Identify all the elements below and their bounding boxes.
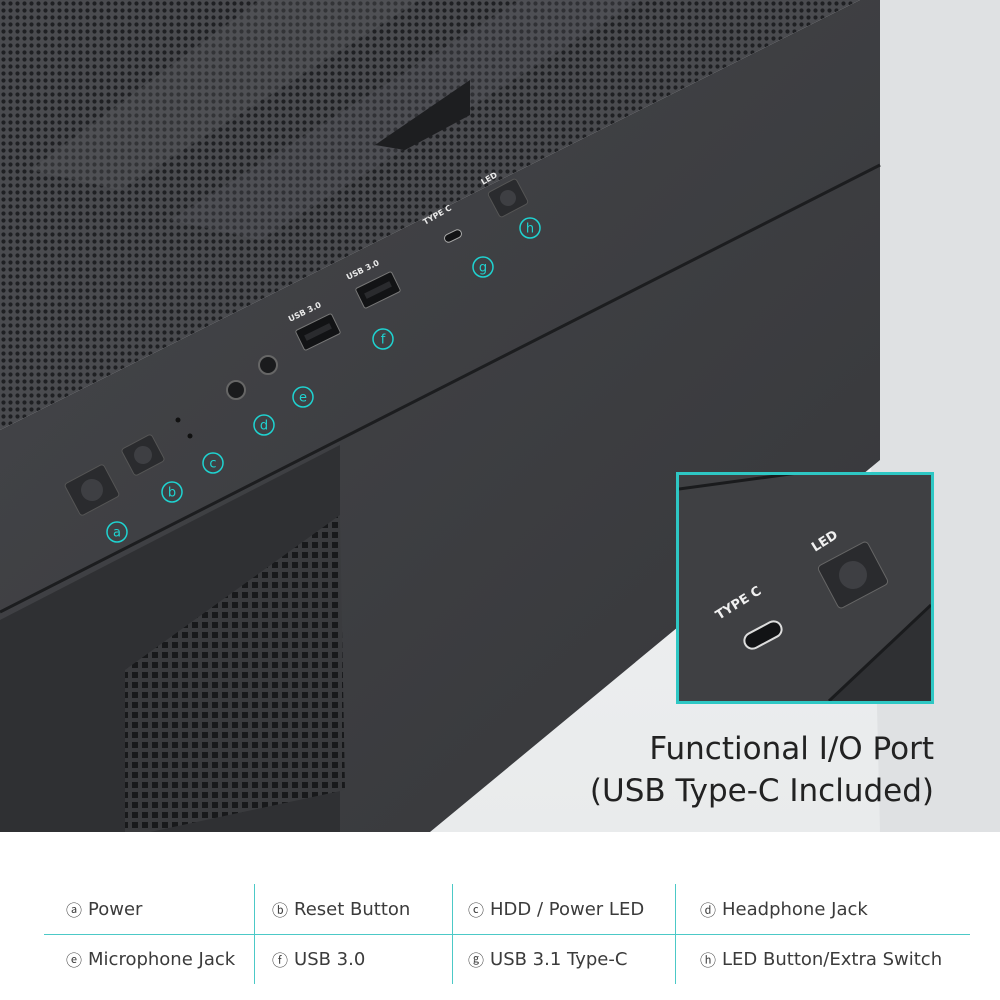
callout-e: e xyxy=(292,386,314,408)
callout-c: c xyxy=(202,452,224,474)
usb30-port-right xyxy=(355,271,401,309)
legend-label: Headphone Jack xyxy=(722,898,868,920)
pc-case-illustration: USB 3.0 USB 3.0 TYPE C LED a b c d e f g… xyxy=(0,0,1000,832)
power-button xyxy=(64,464,120,516)
reset-button xyxy=(121,434,165,476)
legend-item-led-button: ⓗ LED Button/Extra Switch xyxy=(700,934,942,984)
legend-item-type-c: ⓖ USB 3.1 Type-C xyxy=(468,934,627,984)
callout-h: h xyxy=(519,217,541,239)
legend-marker: ⓗ xyxy=(700,951,717,970)
legend-row: ⓐ Power ⓑ Reset Button ⓒ HDD / Power LED ⓓ H… xyxy=(44,884,970,935)
legend-label: LED Button/Extra Switch xyxy=(722,948,943,970)
callout-a: a xyxy=(106,521,128,543)
side-vent xyxy=(125,515,345,832)
product-photo: USB 3.0 USB 3.0 TYPE C LED a b c d e f g… xyxy=(0,0,1000,832)
headline-line2: (USB Type-C Included) xyxy=(589,773,934,809)
zoom-led-button xyxy=(817,541,889,609)
usb30-port-left xyxy=(295,313,341,351)
legend-marker: ⓔ xyxy=(66,951,83,970)
legend-item-hdd-led: ⓒ HDD / Power LED xyxy=(468,884,644,934)
legend-divider xyxy=(452,884,453,984)
legend-label: Microphone Jack xyxy=(88,948,236,970)
callout-a-letter: a xyxy=(113,526,121,541)
zoom-type-c-port xyxy=(743,620,783,650)
legend-divider xyxy=(675,884,676,984)
legend-label: USB 3.0 xyxy=(294,948,366,970)
legend-item-microphone: ⓔ Microphone Jack xyxy=(66,934,235,984)
zoom-inset: TYPE C LED xyxy=(676,472,934,704)
led-button xyxy=(487,178,529,218)
callout-f: f xyxy=(372,328,394,350)
legend-label: HDD / Power LED xyxy=(490,898,645,920)
callout-g-letter: g xyxy=(479,261,487,276)
legend-label: USB 3.1 Type-C xyxy=(490,948,628,970)
legend-label: Reset Button xyxy=(294,898,411,920)
background-wall xyxy=(860,0,1000,832)
headphone-jack xyxy=(226,380,246,400)
callout-b-letter: b xyxy=(168,486,176,501)
legend-marker: ⓖ xyxy=(468,951,485,970)
zoom-illustration: TYPE C LED xyxy=(679,475,931,701)
callout-c-letter: c xyxy=(209,457,216,472)
legend-row: ⓔ Microphone Jack ⓕ USB 3.0 ⓖ USB 3.1 Type-… xyxy=(44,934,970,984)
callout-e-letter: e xyxy=(299,391,307,406)
callout-g: g xyxy=(472,256,494,278)
callout-d: d xyxy=(253,414,275,436)
headline-line1: Functional I/O Port xyxy=(649,731,934,767)
port-legend: ⓐ Power ⓑ Reset Button ⓒ HDD / Power LED ⓓ H… xyxy=(44,884,970,984)
legend-item-headphone: ⓓ Headphone Jack xyxy=(700,884,868,934)
legend-item-reset: ⓑ Reset Button xyxy=(272,884,410,934)
legend-divider xyxy=(254,884,255,984)
legend-marker: ⓕ xyxy=(272,951,289,970)
callout-d-letter: d xyxy=(260,419,268,434)
callout-f-letter: f xyxy=(381,333,386,348)
legend-marker: ⓐ xyxy=(66,901,83,920)
legend-item-power: ⓐ Power xyxy=(66,884,142,934)
headline: Functional I/O Port (USB Type-C Included… xyxy=(590,728,934,812)
callout-b: b xyxy=(161,481,183,503)
legend-label: Power xyxy=(88,898,143,920)
microphone-jack xyxy=(258,355,278,375)
legend-marker: ⓒ xyxy=(468,901,485,920)
usb-type-c-port xyxy=(444,229,462,243)
callout-h-letter: h xyxy=(526,222,534,237)
legend-item-usb30: ⓕ USB 3.0 xyxy=(272,934,365,984)
legend-marker: ⓓ xyxy=(700,901,717,920)
legend-marker: ⓑ xyxy=(272,901,289,920)
